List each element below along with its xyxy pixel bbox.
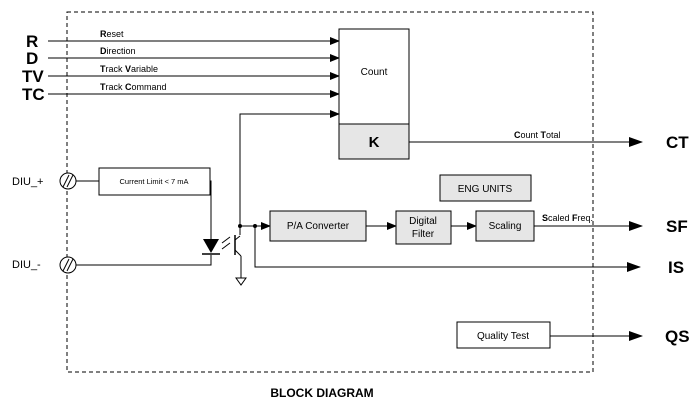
count-block [338,28,410,125]
terminal-plus-icon [59,172,77,190]
input-tag-tc: TC [22,85,45,104]
k-block [338,123,410,160]
current-limit-label: Current Limit < 7 mA [120,177,189,186]
digital-filter-label-2: Filter [412,229,435,240]
diagram-caption: BLOCK DIAGRAM [270,386,373,400]
ground-icon [235,270,247,286]
direction-label: Direction [100,46,136,56]
scaling-label: Scaling [489,221,522,232]
eng-units-label: ENG UNITS [458,184,513,195]
input-tag-d: D [26,49,38,68]
scaled-freq-label: Scaled Freq. [542,213,593,223]
track-command-label: Track Command [100,82,167,92]
count-feedback-line [239,110,340,226]
quality-test-block [456,321,551,349]
output-tag-qs: QS [665,327,690,346]
minus-wire [76,255,212,266]
k-label: K [369,134,380,151]
count-label: Count [361,67,388,78]
quality-test-label: Quality Test [477,331,529,342]
digital-filter-block [395,210,452,245]
led-icon [202,236,231,255]
is-line [254,226,641,272]
input-tag-r: R [26,32,38,51]
terminal-plus-label: DIU_+ [12,176,44,188]
pa-converter-label: P/A Converter [287,221,350,232]
current-limit-to-led-wire [210,180,212,239]
function-block-boundary [66,11,594,373]
output-tag-sf: SF [666,217,688,236]
input-tag-tv: TV [22,67,44,86]
phototransistor-icon [234,226,242,270]
pa-converter-block [269,210,367,242]
digital-filter-label-1: Digital [409,216,437,227]
terminal-minus-icon [59,256,77,274]
output-tag-ct: CT [666,133,689,152]
count-total-label: Count Total [514,130,561,140]
terminal-minus-label: DIU_- [12,259,41,271]
track-variable-label: Track Variable [100,64,158,74]
junction-dot [238,224,242,228]
output-tag-is: IS [668,258,684,277]
eng-units-block [439,174,532,202]
reset-label: Reset [100,29,124,39]
